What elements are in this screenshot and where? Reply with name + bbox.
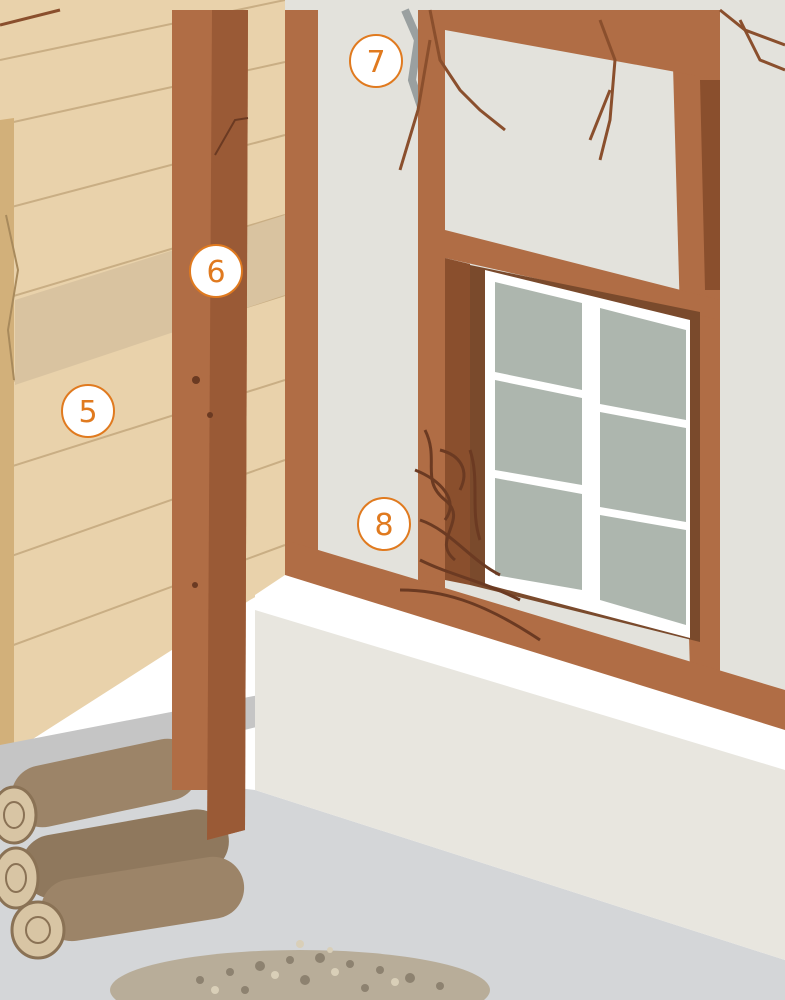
marker-5: 5 xyxy=(62,385,114,437)
window xyxy=(470,265,700,642)
marker-7: 7 xyxy=(350,35,402,87)
marker-6-label: 6 xyxy=(206,255,225,290)
marker-8: 8 xyxy=(358,498,410,550)
marker-6: 6 xyxy=(190,245,242,297)
timber-post-corner xyxy=(172,10,248,840)
marker-5-label: 5 xyxy=(78,395,97,430)
marker-7-label: 7 xyxy=(366,45,385,80)
marker-8-label: 8 xyxy=(374,508,393,543)
